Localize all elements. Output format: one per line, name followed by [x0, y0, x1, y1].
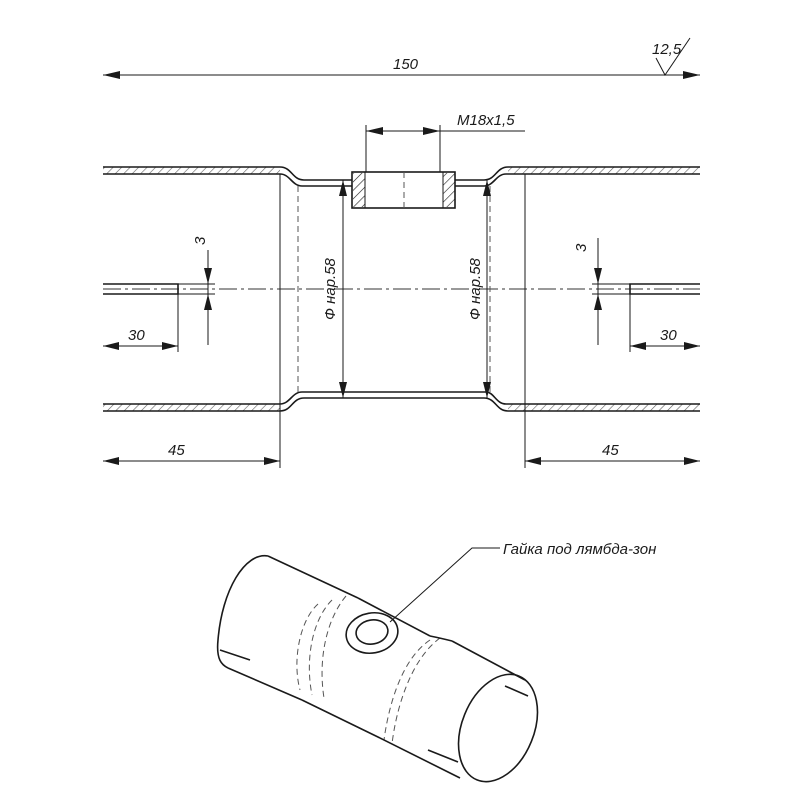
dimension-thread: M18x1,5 [365, 112, 525, 172]
isometric-view: Гайка под лямбда-зон [216, 541, 656, 783]
end-length-left-label: 45 [168, 442, 185, 459]
roughness-label: 12,5 [652, 41, 682, 58]
end-length-right-label: 45 [602, 442, 619, 459]
dimension-slot-width-left: 3 [178, 236, 215, 345]
nut-callout: Гайка под лямбда-зон [503, 541, 656, 558]
thread-label: M18x1,5 [457, 112, 515, 129]
slot-width-right-label: 3 [573, 243, 590, 252]
pipe-section [103, 166, 700, 468]
slot-length-right-label: 30 [660, 327, 677, 344]
dimension-overall: 150 [103, 56, 700, 79]
dimension-slot-length-right: 30 [629, 294, 700, 352]
dimension-150-label: 150 [393, 56, 419, 73]
dimension-end-left: 45 [103, 442, 280, 465]
roughness-symbol: 12,5 [652, 37, 691, 76]
dimension-end-right: 45 [525, 442, 700, 465]
diameter-left-label: Ф нар.58 [322, 257, 339, 320]
dimension-slot-width-right: 3 [573, 238, 630, 345]
dimension-diameter-left: Ф нар.58 [322, 180, 347, 398]
slot-width-left-label: 3 [192, 236, 209, 245]
dimension-slot-length-left: 30 [103, 294, 179, 352]
slot-length-left-label: 30 [128, 327, 145, 344]
nut-section [351, 171, 456, 209]
diameter-right-label: Ф нар.58 [467, 257, 484, 320]
dimension-diameter-right: Ф нар.58 [467, 180, 491, 398]
